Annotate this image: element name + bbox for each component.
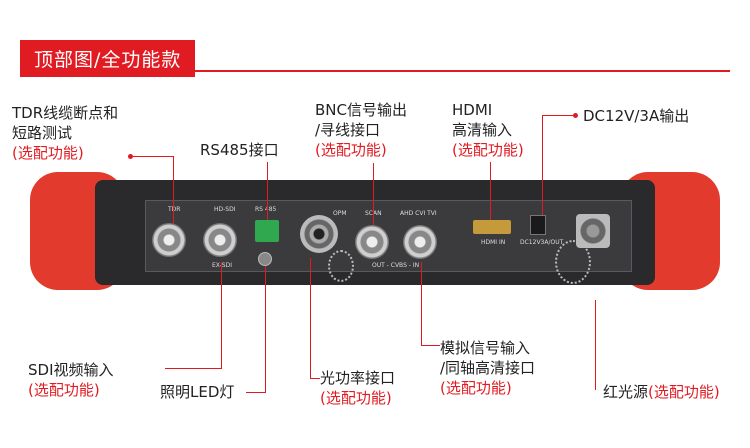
label-bnc-line2: /寻线接口: [315, 121, 381, 139]
sdi-bnc-connector: [203, 223, 237, 257]
panel-text-hdmi-in: HDMI IN: [481, 239, 506, 246]
label-sdi-line1: SDI视频输入: [28, 361, 114, 379]
callout-line-led: [246, 392, 266, 393]
panel-text-opm: OPM: [333, 210, 347, 217]
label-analog-line2: /同轴高清接口: [440, 359, 536, 377]
callout-line-sdi: [165, 368, 221, 369]
label-dc: DC12V/3A输出: [583, 107, 690, 125]
label-vfl-text: 红光源: [603, 383, 649, 401]
led-light: [258, 252, 272, 266]
panel-text-out-in: OUT - CVBS - IN: [372, 262, 420, 269]
label-vfl: 红光源(选配功能): [603, 382, 720, 402]
callout-line-led-vert: [265, 266, 266, 393]
callout-line-opm-vert: [310, 258, 311, 379]
title-divider: [20, 70, 730, 72]
label-sdi: SDI视频输入 (选配功能): [28, 360, 114, 400]
label-hdmi-line1: HDMI: [452, 101, 493, 119]
panel-text-dc: DC12V3A/OUT: [520, 239, 564, 246]
label-analog-optional: (选配功能): [440, 379, 512, 397]
analog-bnc-connector: [403, 225, 437, 259]
opm-cap-chain: [328, 250, 354, 282]
panel-text-tdr: TDR: [168, 206, 181, 213]
callout-line-sdi-vert: [221, 262, 222, 369]
label-sdi-optional: (选配功能): [28, 381, 100, 399]
label-tdr: TDR线缆断点和 短路测试 (选配功能): [12, 103, 118, 163]
callout-line-bnc: [373, 163, 374, 225]
label-bnc-optional: (选配功能): [315, 141, 387, 159]
label-hdmi: HDMI 高清输入 (选配功能): [452, 100, 524, 160]
callout-line-rs485: [267, 162, 268, 220]
label-bnc: BNC信号输出 /寻线接口 (选配功能): [315, 100, 407, 160]
callout-line-tdr: [130, 156, 173, 157]
callout-line-tdr-vert: [173, 156, 174, 224]
label-tdr-line1: TDR线缆断点和: [12, 104, 119, 122]
callout-line-analog: [421, 345, 440, 346]
panel-text-ahd: AHD CVI TVI: [400, 210, 437, 217]
connector-panel: [145, 200, 632, 272]
vfl-cap-chain: [555, 240, 591, 284]
label-analog-line1: 模拟信号输入: [440, 339, 531, 357]
label-opm-optional: (选配功能): [320, 389, 392, 407]
callout-line-analog-vert: [421, 262, 422, 346]
dc-out-jack: [530, 215, 546, 235]
label-opm: 光功率接口 (选配功能): [320, 368, 395, 408]
label-vfl-optional: (选配功能): [648, 383, 720, 401]
label-bnc-line1: BNC信号输出: [315, 101, 407, 119]
callout-line-opm: [310, 378, 320, 379]
label-tdr-optional: (选配功能): [12, 144, 84, 162]
opm-port: [300, 215, 338, 253]
callout-line-hdmi: [490, 162, 491, 220]
hdmi-port: [473, 220, 511, 234]
label-led: 照明LED灯: [160, 383, 235, 401]
label-hdmi-optional: (选配功能): [452, 141, 524, 159]
label-analog: 模拟信号输入 /同轴高清接口 (选配功能): [440, 338, 535, 398]
label-hdmi-line2: 高清输入: [452, 121, 513, 139]
callout-line-dc: [542, 115, 575, 116]
callout-line-vfl: [595, 300, 596, 390]
panel-text-hdsdi: HD-SDI: [214, 206, 236, 213]
label-tdr-line2: 短路测试: [12, 124, 73, 142]
callout-dot-tdr: [128, 154, 133, 159]
label-opm-line1: 光功率接口: [320, 369, 396, 387]
scan-bnc-connector: [355, 225, 389, 259]
callout-dot-dc: [573, 113, 578, 118]
tdr-bnc-connector: [152, 223, 186, 257]
callout-line-dc-vert: [542, 115, 543, 215]
label-rs485: RS485接口: [200, 141, 279, 159]
panel-text-rs485: RS 485: [255, 206, 277, 213]
rs485-terminal: [255, 220, 279, 242]
